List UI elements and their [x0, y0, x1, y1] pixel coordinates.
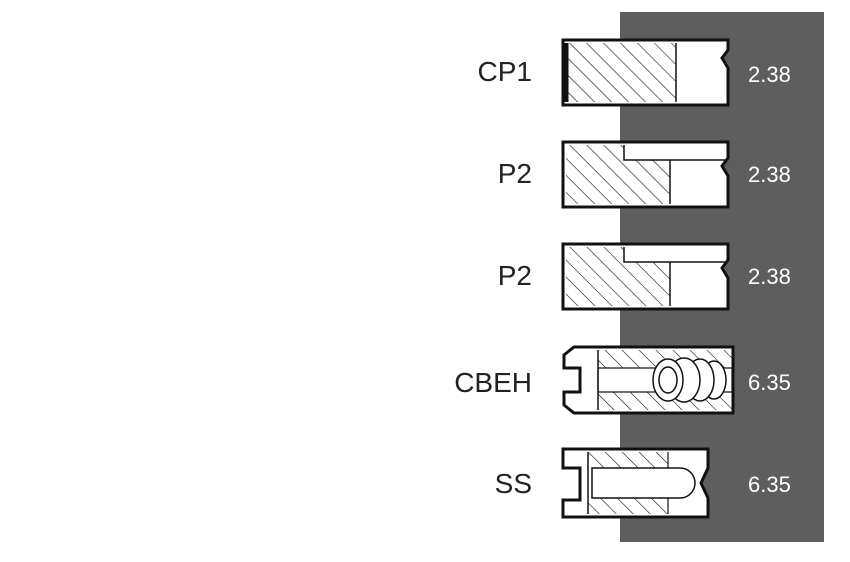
ring-label-ss: SS [494, 468, 532, 499]
ring-width-p2-1: 2.38 [748, 162, 791, 187]
ring-width-cbeh: 6.35 [748, 370, 791, 395]
ring-width-cp1: 2.38 [748, 62, 791, 87]
ring-width-p2-2: 2.38 [748, 264, 791, 289]
ring-label-p2-1: P2 [497, 158, 532, 189]
ring-label-p2-2: P2 [497, 260, 532, 291]
expander-spring-icon [652, 357, 727, 403]
ring-label-cp1: CP1 [477, 56, 532, 87]
ring-label-cbeh: CBEH [454, 367, 532, 398]
ring-width-ss: 6.35 [748, 472, 791, 497]
